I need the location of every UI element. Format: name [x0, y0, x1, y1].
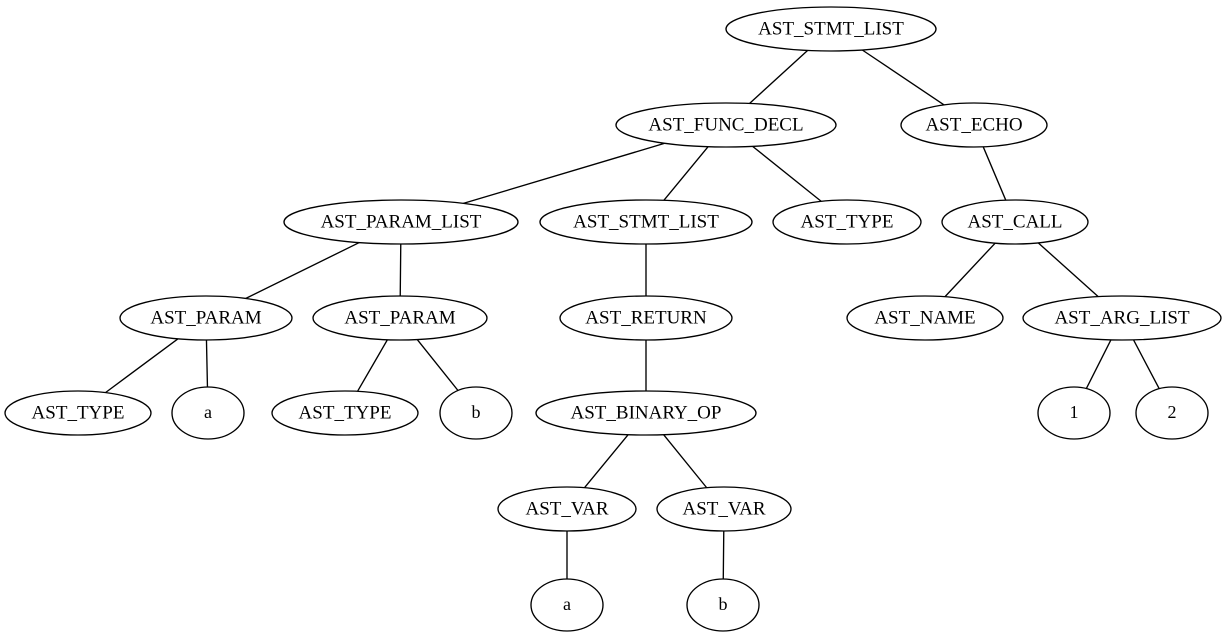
node-ellipse[interactable] [1037, 386, 1111, 440]
graph-edge [1132, 339, 1160, 390]
graph-node[interactable]: AST_CALL [941, 199, 1089, 245]
graph-edge [399, 243, 402, 297]
graph-node[interactable]: AST_FUNC_DECL [615, 102, 837, 148]
node-label: AST_STMT_LIST [573, 211, 719, 232]
node-ellipse[interactable] [846, 295, 1004, 341]
node-label: a [563, 594, 571, 614]
node-label: 2 [1168, 402, 1177, 422]
graph-node[interactable]: AST_NAME [846, 295, 1004, 341]
graph-node[interactable]: AST_TYPE [271, 390, 419, 436]
graph-edge [244, 241, 360, 300]
graph-edge [662, 434, 708, 489]
graph-edge [104, 338, 179, 394]
node-label: AST_VAR [682, 498, 765, 519]
node-ellipse[interactable] [772, 199, 922, 245]
node-ellipse[interactable] [1022, 295, 1222, 341]
node-ellipse[interactable] [171, 386, 245, 440]
node-label: AST_ECHO [925, 114, 1022, 135]
graph-edge [356, 339, 389, 393]
node-label: AST_ARG_LIST [1054, 307, 1190, 328]
node-label: b [719, 594, 728, 614]
node-label: AST_STMT_LIST [758, 18, 904, 39]
node-label: AST_NAME [874, 307, 975, 328]
graph-node[interactable]: 1 [1037, 386, 1111, 440]
graph-edge [583, 434, 629, 489]
node-label: AST_TYPE [801, 211, 894, 232]
node-label: AST_TYPE [299, 402, 392, 423]
graph-edges-layer [104, 49, 1160, 580]
graph-node[interactable]: AST_PARAM [119, 295, 293, 341]
graph-node[interactable]: b [439, 386, 513, 440]
graph-node[interactable]: AST_PARAM_LIST [283, 199, 519, 245]
node-label: AST_VAR [525, 498, 608, 519]
graph-node[interactable]: AST_STMT_LIST [725, 6, 937, 52]
node-label: 1 [1070, 402, 1079, 422]
graph-node[interactable]: AST_VAR [656, 486, 792, 532]
node-ellipse[interactable] [535, 390, 757, 436]
graph-edge [663, 146, 709, 201]
graph-nodes-layer: AST_STMT_LIST AST_FUNC_DECL AST_ECHO AST_PA… [4, 6, 1222, 632]
graph-node[interactable]: a [530, 578, 604, 632]
node-ellipse[interactable] [283, 199, 519, 245]
node-ellipse[interactable] [900, 102, 1048, 148]
graph-edge [944, 242, 996, 298]
node-label: a [204, 402, 212, 422]
graph-node[interactable]: AST_VAR [497, 486, 637, 532]
node-label: AST_RETURN [585, 307, 707, 328]
graph-node[interactable]: AST_ECHO [900, 102, 1048, 148]
node-ellipse[interactable] [497, 486, 637, 532]
graph-edge [416, 338, 459, 392]
graph-node[interactable]: AST_PARAM [312, 295, 488, 341]
node-ellipse[interactable] [656, 486, 792, 532]
node-label: AST_PARAM [344, 307, 455, 328]
graph-edge [751, 145, 822, 203]
node-ellipse[interactable] [941, 199, 1089, 245]
node-ellipse[interactable] [1135, 386, 1209, 440]
graph-node[interactable]: AST_TYPE [4, 390, 152, 436]
node-label: AST_PARAM [150, 307, 261, 328]
graph-edge [722, 530, 725, 580]
node-label: AST_BINARY_OP [571, 402, 722, 423]
node-label: AST_FUNC_DECL [648, 114, 803, 135]
node-label: AST_CALL [968, 211, 1063, 232]
graph-node[interactable]: AST_RETURN [559, 295, 733, 341]
graph-node[interactable]: AST_ARG_LIST [1022, 295, 1222, 341]
node-ellipse[interactable] [686, 578, 760, 632]
node-ellipse[interactable] [312, 295, 488, 341]
graph-edge [748, 49, 809, 105]
node-ellipse[interactable] [615, 102, 837, 148]
node-ellipse[interactable] [119, 295, 293, 341]
node-ellipse[interactable] [271, 390, 419, 436]
graph-edge [205, 339, 209, 388]
graph-node[interactable]: b [686, 578, 760, 632]
graph-node[interactable]: AST_STMT_LIST [539, 199, 753, 245]
graph-edge [1085, 339, 1112, 390]
graph-edge [462, 142, 666, 205]
node-ellipse[interactable] [4, 390, 152, 436]
node-ellipse[interactable] [725, 6, 937, 52]
graph-node[interactable]: AST_TYPE [772, 199, 922, 245]
graph-node[interactable]: a [171, 386, 245, 440]
graph-edge [1037, 242, 1099, 298]
node-ellipse[interactable] [530, 578, 604, 632]
node-ellipse[interactable] [439, 386, 513, 440]
node-ellipse[interactable] [559, 295, 733, 341]
graph-edge [861, 49, 945, 106]
graph-edge [982, 146, 1007, 201]
node-label: AST_TYPE [32, 402, 125, 423]
node-label: b [472, 402, 481, 422]
graph-node[interactable]: AST_BINARY_OP [535, 390, 757, 436]
node-ellipse[interactable] [539, 199, 753, 245]
node-label: AST_PARAM_LIST [321, 211, 482, 232]
graph-node[interactable]: 2 [1135, 386, 1209, 440]
